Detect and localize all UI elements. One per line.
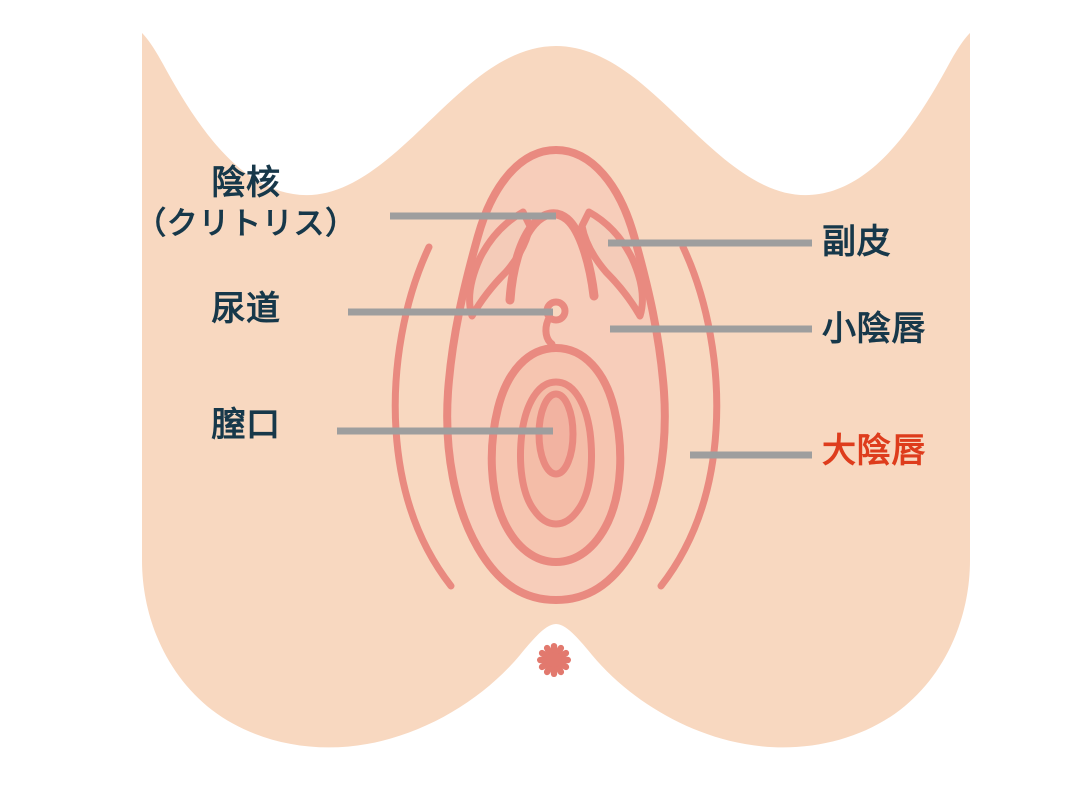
label-clitoris-main: 陰核 [211,163,281,203]
label-labia-minora: 小陰唇 [822,309,927,349]
anus-marker [537,643,571,677]
anus-marker-group [537,643,571,677]
label-clitoris-sub: （クリトリス） [135,206,357,243]
labia-majora-right-crease [657,243,721,590]
accessory-hood-group [466,208,646,320]
label-labia-majora: 大陰唇 [822,431,927,471]
label-vaginal-opening: 膣口 [211,405,281,445]
leader-lines-group [337,212,812,459]
label-urethra: 尿道 [211,289,281,329]
accessory-hood-right [578,208,646,320]
label-accessory-hood: 副皮 [822,222,892,262]
label-clitoris: 陰核 （クリトリス） [130,163,362,244]
urethra-tail [542,316,556,348]
